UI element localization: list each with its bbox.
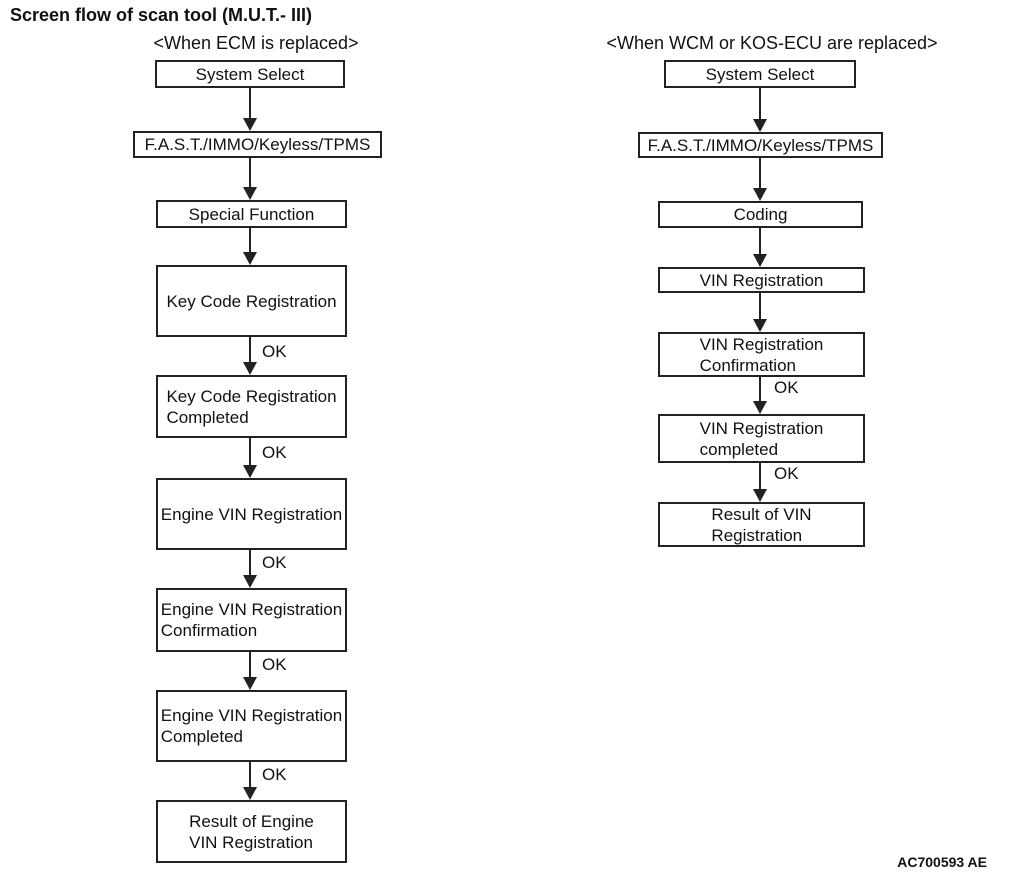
ok-label: OK [774, 378, 799, 397]
flow-node-label: Special Function [188, 204, 315, 224]
flow-arrow [243, 228, 257, 265]
flow-node-label: Result of VIN Registration [711, 504, 812, 545]
flow-arrow [243, 550, 257, 588]
arrow-shaft [759, 293, 761, 322]
flow-node-label: Engine VIN Registration [160, 504, 343, 524]
flow-arrow [753, 293, 767, 332]
arrow-head [753, 188, 767, 201]
flow-node-system-select-left: System Select [155, 60, 345, 88]
flow-node-label: System Select [705, 64, 815, 84]
flow-node-engine-vin-registration-completed: Engine VIN Registration Completed [156, 690, 347, 762]
flow-node-label: System Select [195, 64, 305, 84]
flow-node-key-code-registration-completed: Key Code Registration Completed [156, 375, 347, 438]
arrow-shaft [249, 337, 251, 365]
ok-label: OK [262, 655, 287, 674]
ok-label: OK [262, 342, 287, 361]
diagram-title: Screen flow of scan tool (M.U.T.- III) [10, 5, 313, 25]
flow-node-result-of-vin-registration: Result of VIN Registration [658, 502, 865, 547]
right-column-header: <When WCM or KOS-ECU are replaced> [606, 33, 938, 53]
arrow-head [243, 465, 257, 478]
flow-node-label: VIN Registration completed [699, 418, 824, 459]
flow-arrow [243, 158, 257, 200]
flow-arrow [243, 438, 257, 478]
arrow-head [753, 489, 767, 502]
arrow-head [753, 119, 767, 132]
flow-node-result-of-engine-vin-registration: Result of Engine VIN Registration [156, 800, 347, 863]
arrow-head [243, 362, 257, 375]
flow-arrow [753, 377, 767, 414]
flow-node-vin-registration: VIN Registration [658, 267, 865, 293]
figure-code: AC700593 AE [897, 854, 987, 870]
arrow-head [243, 677, 257, 690]
flow-node-special-function: Special Function [156, 200, 347, 228]
arrow-shaft [249, 762, 251, 790]
arrow-head [243, 187, 257, 200]
flow-arrow [753, 463, 767, 502]
flow-node-label: F.A.S.T./IMMO/Keyless/TPMS [144, 135, 371, 154]
flow-node-label: Engine VIN Registration Completed [160, 706, 343, 746]
arrow-shaft [249, 550, 251, 578]
arrow-head [753, 319, 767, 332]
flow-arrow [753, 158, 767, 201]
flow-arrow [243, 652, 257, 690]
ok-label: OK [774, 464, 799, 483]
arrow-shaft [759, 228, 761, 257]
ok-label: OK [262, 443, 287, 462]
ok-label: OK [262, 553, 287, 572]
flow-arrow [243, 337, 257, 375]
arrow-shaft [249, 228, 251, 255]
arrow-head [243, 575, 257, 588]
flow-node-engine-vin-registration: Engine VIN Registration [156, 478, 347, 550]
flow-node-label: VIN Registration Confirmation [699, 334, 824, 375]
flow-node-vin-registration-completed: VIN Registration completed [658, 414, 865, 463]
arrow-shaft [249, 652, 251, 680]
flow-node-coding: Coding [658, 201, 863, 228]
arrow-shaft [759, 158, 761, 191]
flow-node-fast-immo-keyless-tpms-left: F.A.S.T./IMMO/Keyless/TPMS [133, 131, 382, 158]
flow-node-label: VIN Registration [699, 270, 824, 290]
arrow-head [243, 787, 257, 800]
flow-arrow [753, 228, 767, 267]
flow-node-engine-vin-registration-confirmation: Engine VIN Registration Confirmation [156, 588, 347, 652]
flow-node-label: Engine VIN Registration Confirmation [160, 600, 343, 640]
left-column-header: <When ECM is replaced> [153, 33, 359, 53]
flow-node-label: Result of Engine VIN Registration [189, 811, 314, 852]
ok-label: OK [262, 765, 287, 784]
flow-arrow [243, 762, 257, 800]
flow-node-fast-immo-keyless-tpms-right: F.A.S.T./IMMO/Keyless/TPMS [638, 132, 883, 158]
flow-node-label: Key Code Registration [166, 291, 337, 311]
flow-arrow [753, 88, 767, 132]
flow-node-label: Coding [733, 205, 788, 224]
arrow-head [753, 401, 767, 414]
arrow-shaft [759, 88, 761, 122]
flow-node-system-select-right: System Select [664, 60, 856, 88]
flow-arrow [243, 88, 257, 131]
arrow-head [753, 254, 767, 267]
arrow-shaft [759, 463, 761, 492]
flow-node-key-code-registration: Key Code Registration [156, 265, 347, 337]
arrow-shaft [249, 88, 251, 121]
arrow-head [243, 118, 257, 131]
flow-node-label: F.A.S.T./IMMO/Keyless/TPMS [647, 135, 874, 155]
arrow-head [243, 252, 257, 265]
flow-node-vin-registration-confirmation: VIN Registration Confirmation [658, 332, 865, 377]
flow-node-label: Key Code Registration Completed [166, 386, 337, 427]
arrow-shaft [759, 377, 761, 404]
arrow-shaft [249, 438, 251, 468]
arrow-shaft [249, 158, 251, 190]
